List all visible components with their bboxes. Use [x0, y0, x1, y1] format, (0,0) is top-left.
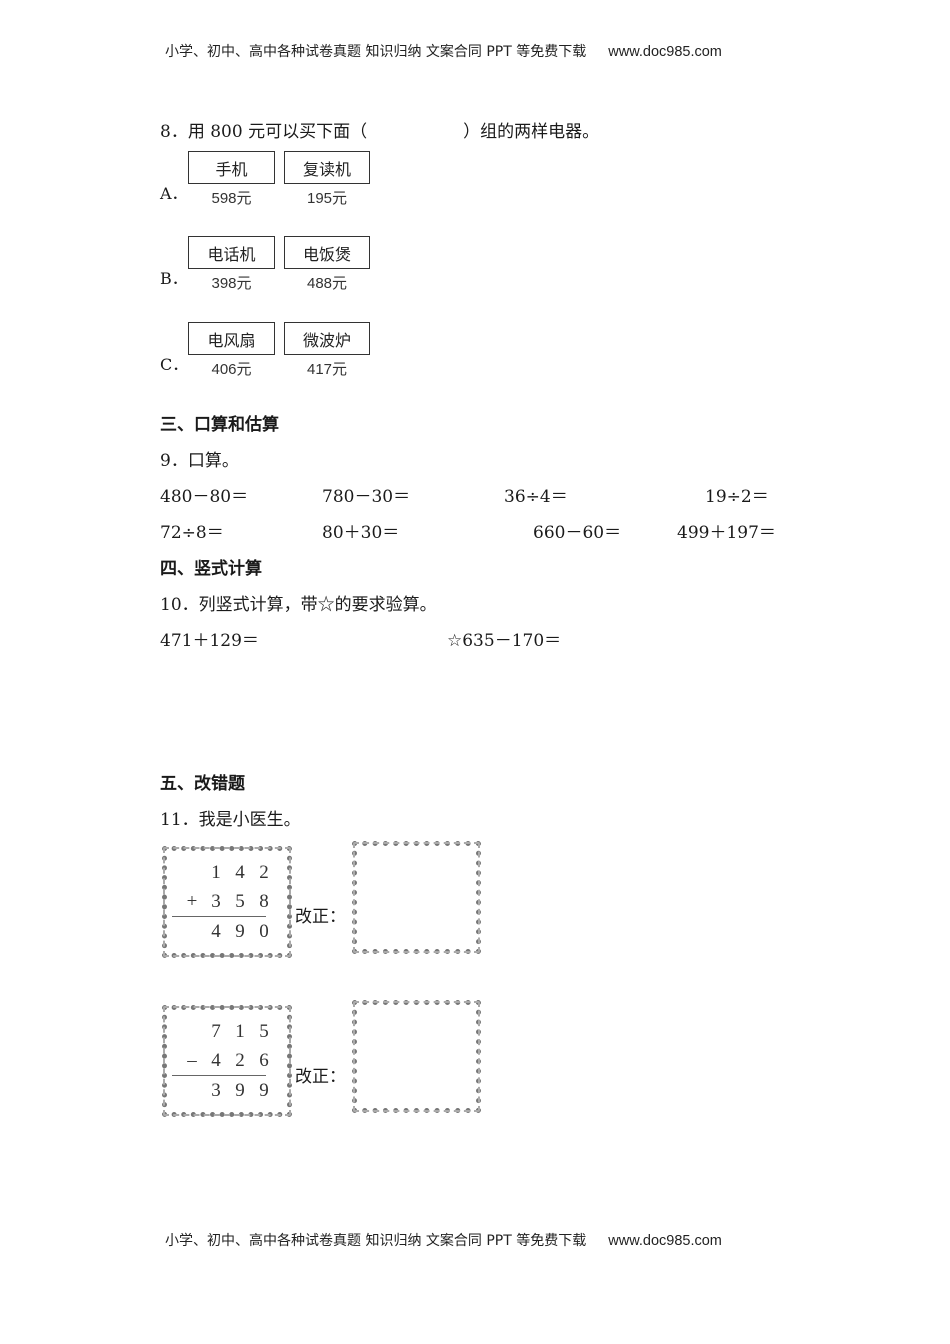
q8-option-b-price2: 488元 [306, 275, 348, 292]
q11-fix-label-2: 改正： [295, 1067, 346, 1087]
q8-option-c-letter[interactable]: C． [160, 355, 189, 374]
q9-prompt: 9．口算。 [160, 451, 239, 471]
difference-line [172, 1075, 266, 1076]
q8-option-c-price1: 406元 [211, 361, 252, 378]
q8-prompt-before: 8．用 800 元可以买下面（ [160, 122, 368, 142]
q10-problem-2: ☆635－170＝ [447, 631, 562, 651]
q10-prompt: 10．列竖式计算，带☆的要求验算。 [160, 595, 437, 615]
q11-prompt: 11．我是小医生。 [160, 810, 301, 830]
q11-fix-label-1: 改正： [295, 907, 346, 927]
header-text: 小学、初中、高中各种试卷真题 知识归纳 文案合同 PPT 等免费下载 [165, 44, 587, 60]
q9-calc-1: 480－80＝ [160, 487, 249, 507]
section-3-title: 三、口算和估算 [160, 415, 279, 435]
q8-option-b-item2: 电饭煲 [284, 236, 370, 269]
q11-problem-2-vertical: 7 1 5 – 4 2 6 3 9 9 [172, 1017, 276, 1105]
section-5-title: 五、改错题 [160, 774, 245, 794]
q9-calc-7: 660－60＝ [533, 523, 622, 543]
q8-option-c-item2: 微波炉 [284, 322, 370, 355]
q8-option-a-price2: 195元 [306, 190, 348, 207]
q8-option-c-price2: 417元 [306, 361, 348, 378]
sum-line [172, 916, 266, 917]
q9-calc-5: 72÷8＝ [160, 523, 224, 543]
page-header: 小学、初中、高中各种试卷真题 知识归纳 文案合同 PPT 等免费下载 www.do… [165, 41, 722, 61]
footer-text: 小学、初中、高中各种试卷真题 知识归纳 文案合同 PPT 等免费下载 [165, 1233, 587, 1249]
q8-option-b-item1: 电话机 [188, 236, 275, 269]
q8-option-a-price1: 598元 [211, 190, 252, 207]
q9-calc-6: 80＋30＝ [322, 523, 400, 543]
q11-fix-box-2[interactable] [352, 1000, 481, 1113]
q11-problem-2-frame [162, 1005, 292, 1117]
q8-prompt-after: ）组的两样电器。 [463, 122, 600, 142]
q9-calc-2: 780－30＝ [322, 487, 411, 507]
q8-option-b-letter[interactable]: B． [160, 269, 188, 288]
q11-problem-1-vertical: 1 4 2 + 3 5 8 4 9 0 [172, 858, 276, 946]
header-url[interactable]: www.doc985.com [608, 44, 722, 60]
q11-problem-1-frame [162, 846, 292, 958]
q9-calc-4: 19÷2＝ [705, 487, 769, 507]
q9-calc-8: 499＋197＝ [677, 523, 776, 543]
page-footer: 小学、初中、高中各种试卷真题 知识归纳 文案合同 PPT 等免费下载 www.do… [165, 1230, 722, 1250]
q8-option-a-item2: 复读机 [284, 151, 370, 184]
q8-option-a-item1: 手机 [188, 151, 275, 184]
q8-prompt: 8．用 800 元可以买下面（ ）组的两样电器。 [160, 117, 599, 142]
q8-option-a-letter[interactable]: A． [160, 184, 188, 203]
q8-option-c-item1: 电风扇 [188, 322, 275, 355]
q8-option-b-price1: 398元 [211, 275, 252, 292]
q10-problem-1: 471＋129＝ [160, 631, 259, 651]
q9-calc-3: 36÷4＝ [504, 487, 568, 507]
section-4-title: 四、竖式计算 [160, 559, 262, 579]
footer-url[interactable]: www.doc985.com [608, 1233, 722, 1249]
q11-fix-box-1[interactable] [352, 841, 481, 954]
